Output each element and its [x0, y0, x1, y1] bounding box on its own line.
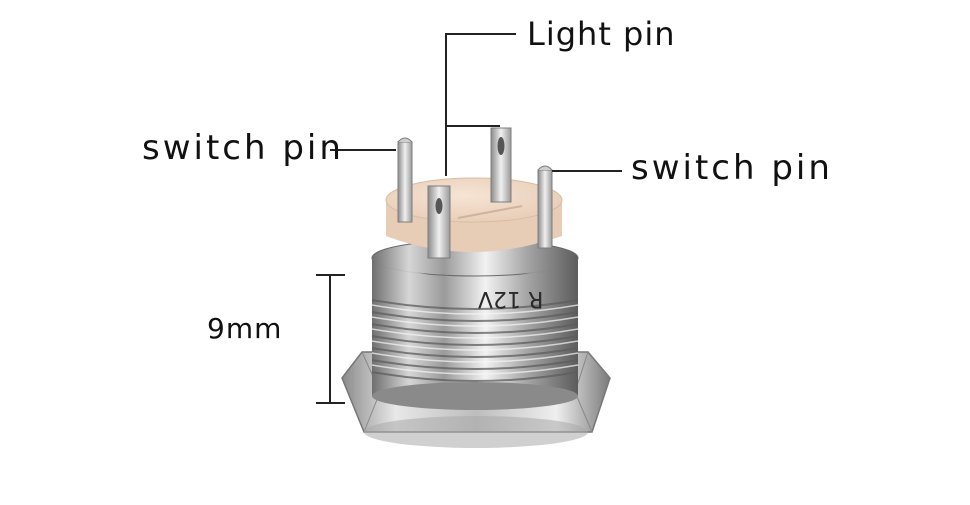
- dimension-marker: [316, 274, 345, 404]
- dimension-label: 9mm: [207, 312, 283, 345]
- light-pin: [427, 185, 451, 259]
- switch-pin-label-left: switch pin: [142, 128, 344, 168]
- light-pin-label: Light pin: [527, 15, 676, 53]
- product-marking: R 12V: [478, 286, 544, 311]
- pins: [397, 127, 553, 259]
- callout-lines: [330, 33, 622, 176]
- right-switch-pin: [537, 169, 553, 249]
- threaded-body: [371, 239, 579, 410]
- switch-pin-label-right: switch pin: [631, 148, 833, 188]
- light-pin-callout: [445, 33, 516, 176]
- back-pin: [490, 127, 512, 203]
- left-switch-pin: [397, 141, 413, 223]
